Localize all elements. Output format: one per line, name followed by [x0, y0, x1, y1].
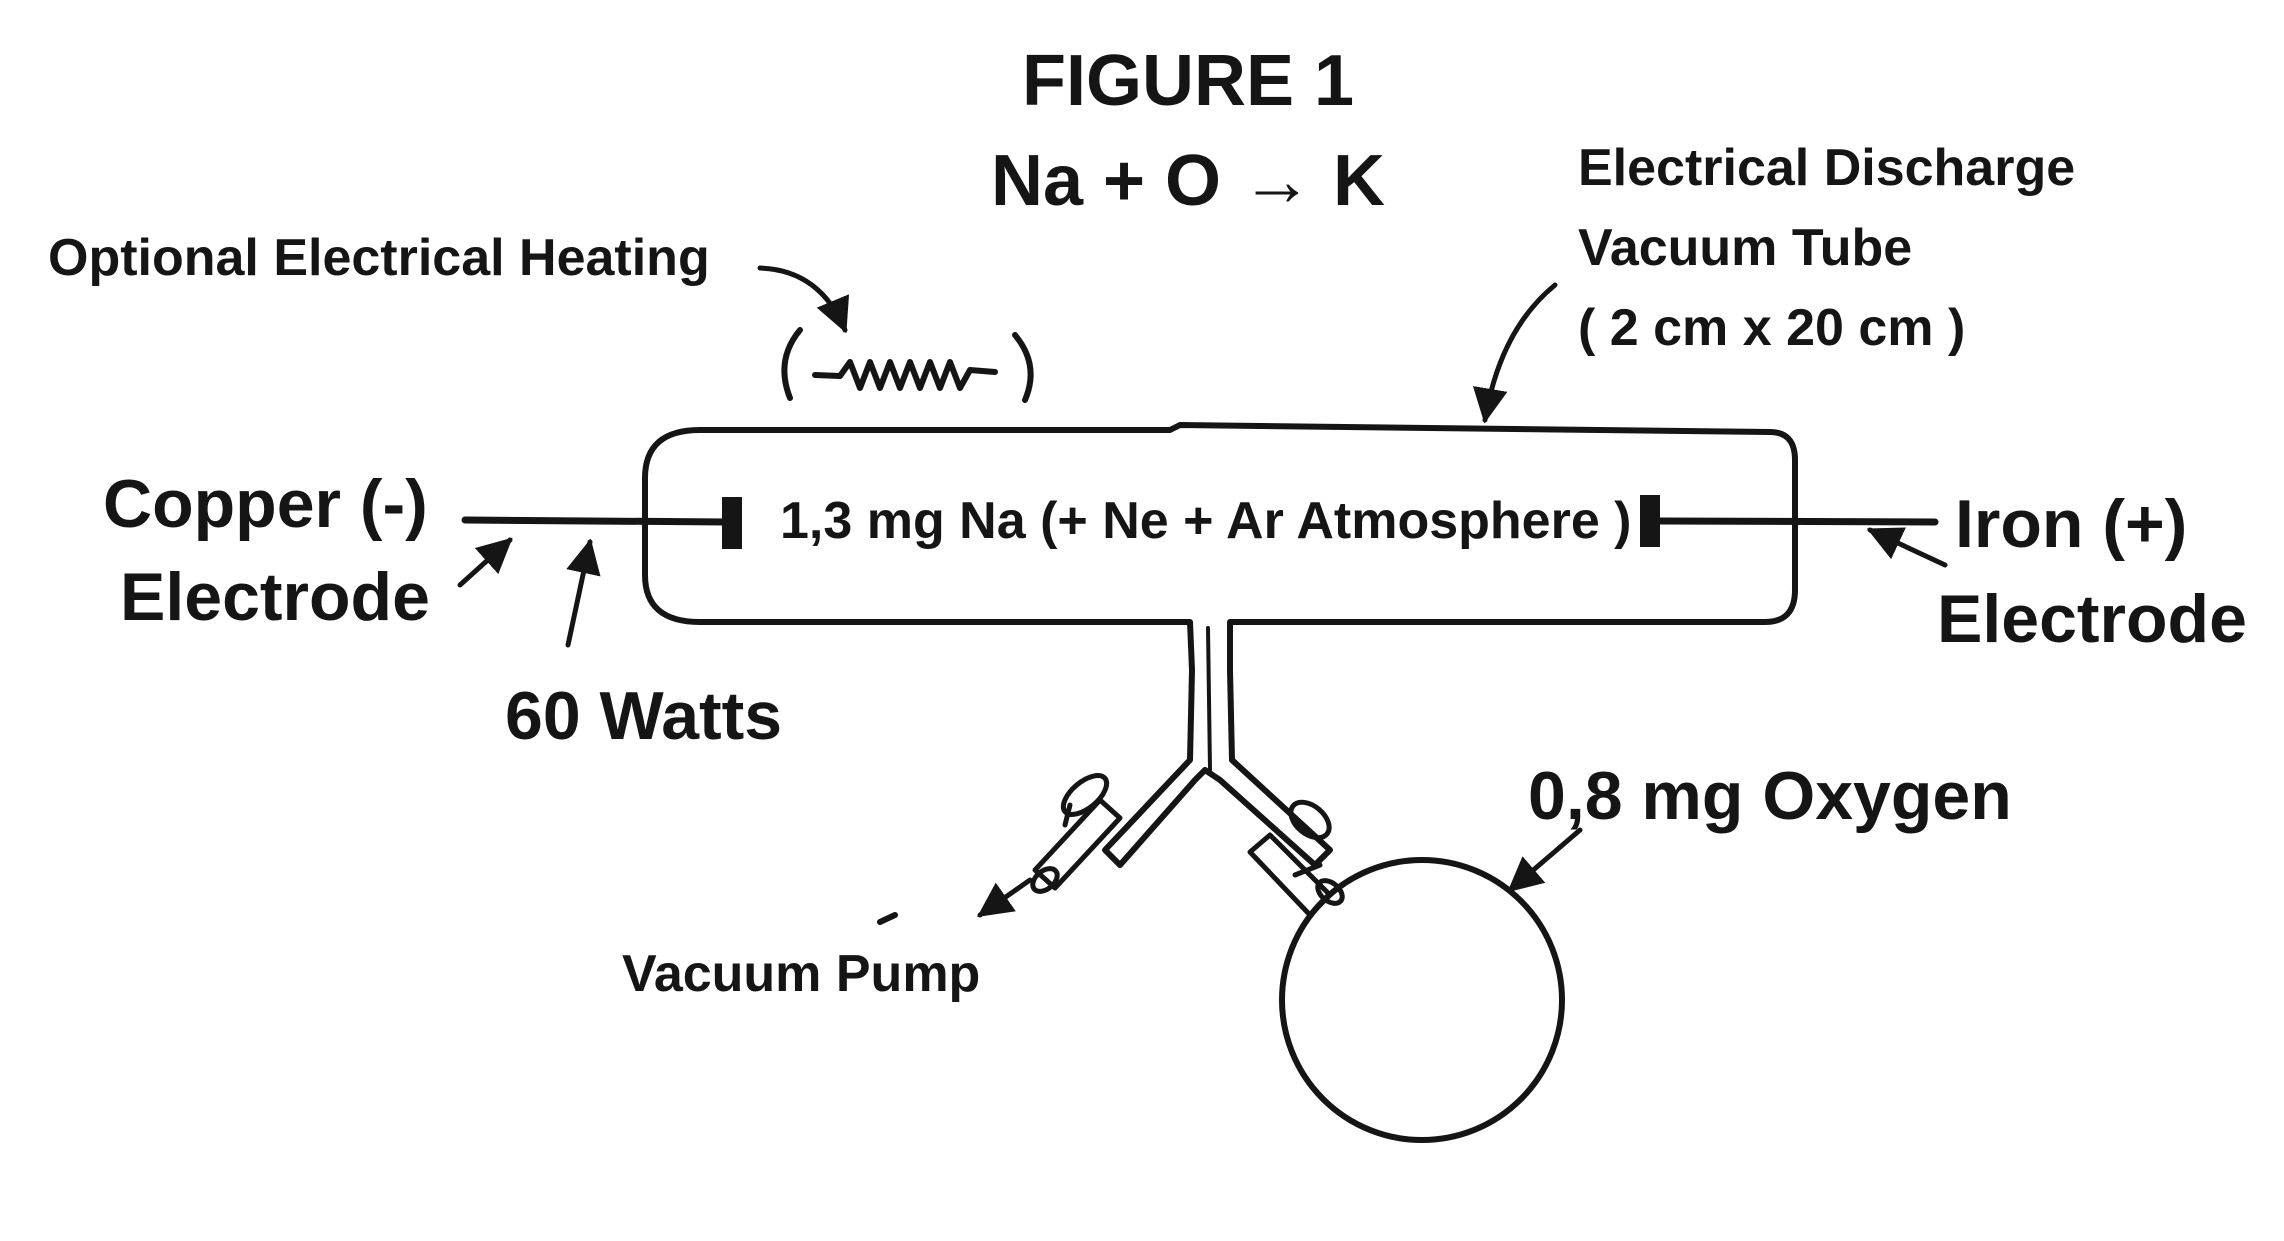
oxygen-valve-icon [1247, 799, 1345, 918]
tube-label-line2: Vacuum Tube [1578, 219, 1913, 277]
heating-arrow-icon [757, 265, 850, 334]
copper-arrow-icon [457, 537, 513, 588]
copper-label-line1: Copper (-) [103, 466, 428, 542]
watts-arrow-icon [565, 538, 601, 648]
tube-label-line1: Electrical Discharge [1578, 139, 2076, 197]
heating-coil-icon [781, 327, 1034, 403]
tube-arrow-icon [1472, 282, 1558, 424]
oxygen-flask [1279, 857, 1565, 1143]
heating-label: Optional Electrical Heating [48, 229, 710, 287]
pump-arrow-icon [977, 877, 1033, 918]
tube-dimensions: ( 2 cm x 20 cm ) [1578, 299, 1966, 357]
copper-electrode-plate [722, 497, 742, 549]
pump-tick-mark [877, 912, 898, 925]
iron-electrode-wire [1640, 495, 1939, 547]
copper-label-line2: Electrode [120, 559, 430, 635]
watts-label: 60 Watts [505, 678, 783, 754]
vacuum-pump-label: Vacuum Pump [622, 945, 981, 1003]
oxygen-arrow-icon [1507, 827, 1583, 893]
iron-arrow-icon [1866, 527, 1948, 568]
iron-label-line1: Iron (+) [1955, 486, 2188, 562]
vacuum-valve-icon [1030, 773, 1123, 894]
tube-contents-label: 1,3 mg Na (+ Ne + Ar Atmosphere ) [780, 492, 1632, 550]
iron-label-line2: Electrode [1937, 581, 2247, 657]
discharge-tube [642, 422, 1798, 868]
figure-title: FIGURE 1 [1021, 41, 1355, 121]
iron-electrode-plate [1640, 495, 1660, 547]
copper-electrode-wire [461, 497, 742, 549]
reaction-equation: Na + O → K [990, 141, 1386, 221]
oxygen-label: 0,8 mg Oxygen [1528, 758, 2012, 834]
